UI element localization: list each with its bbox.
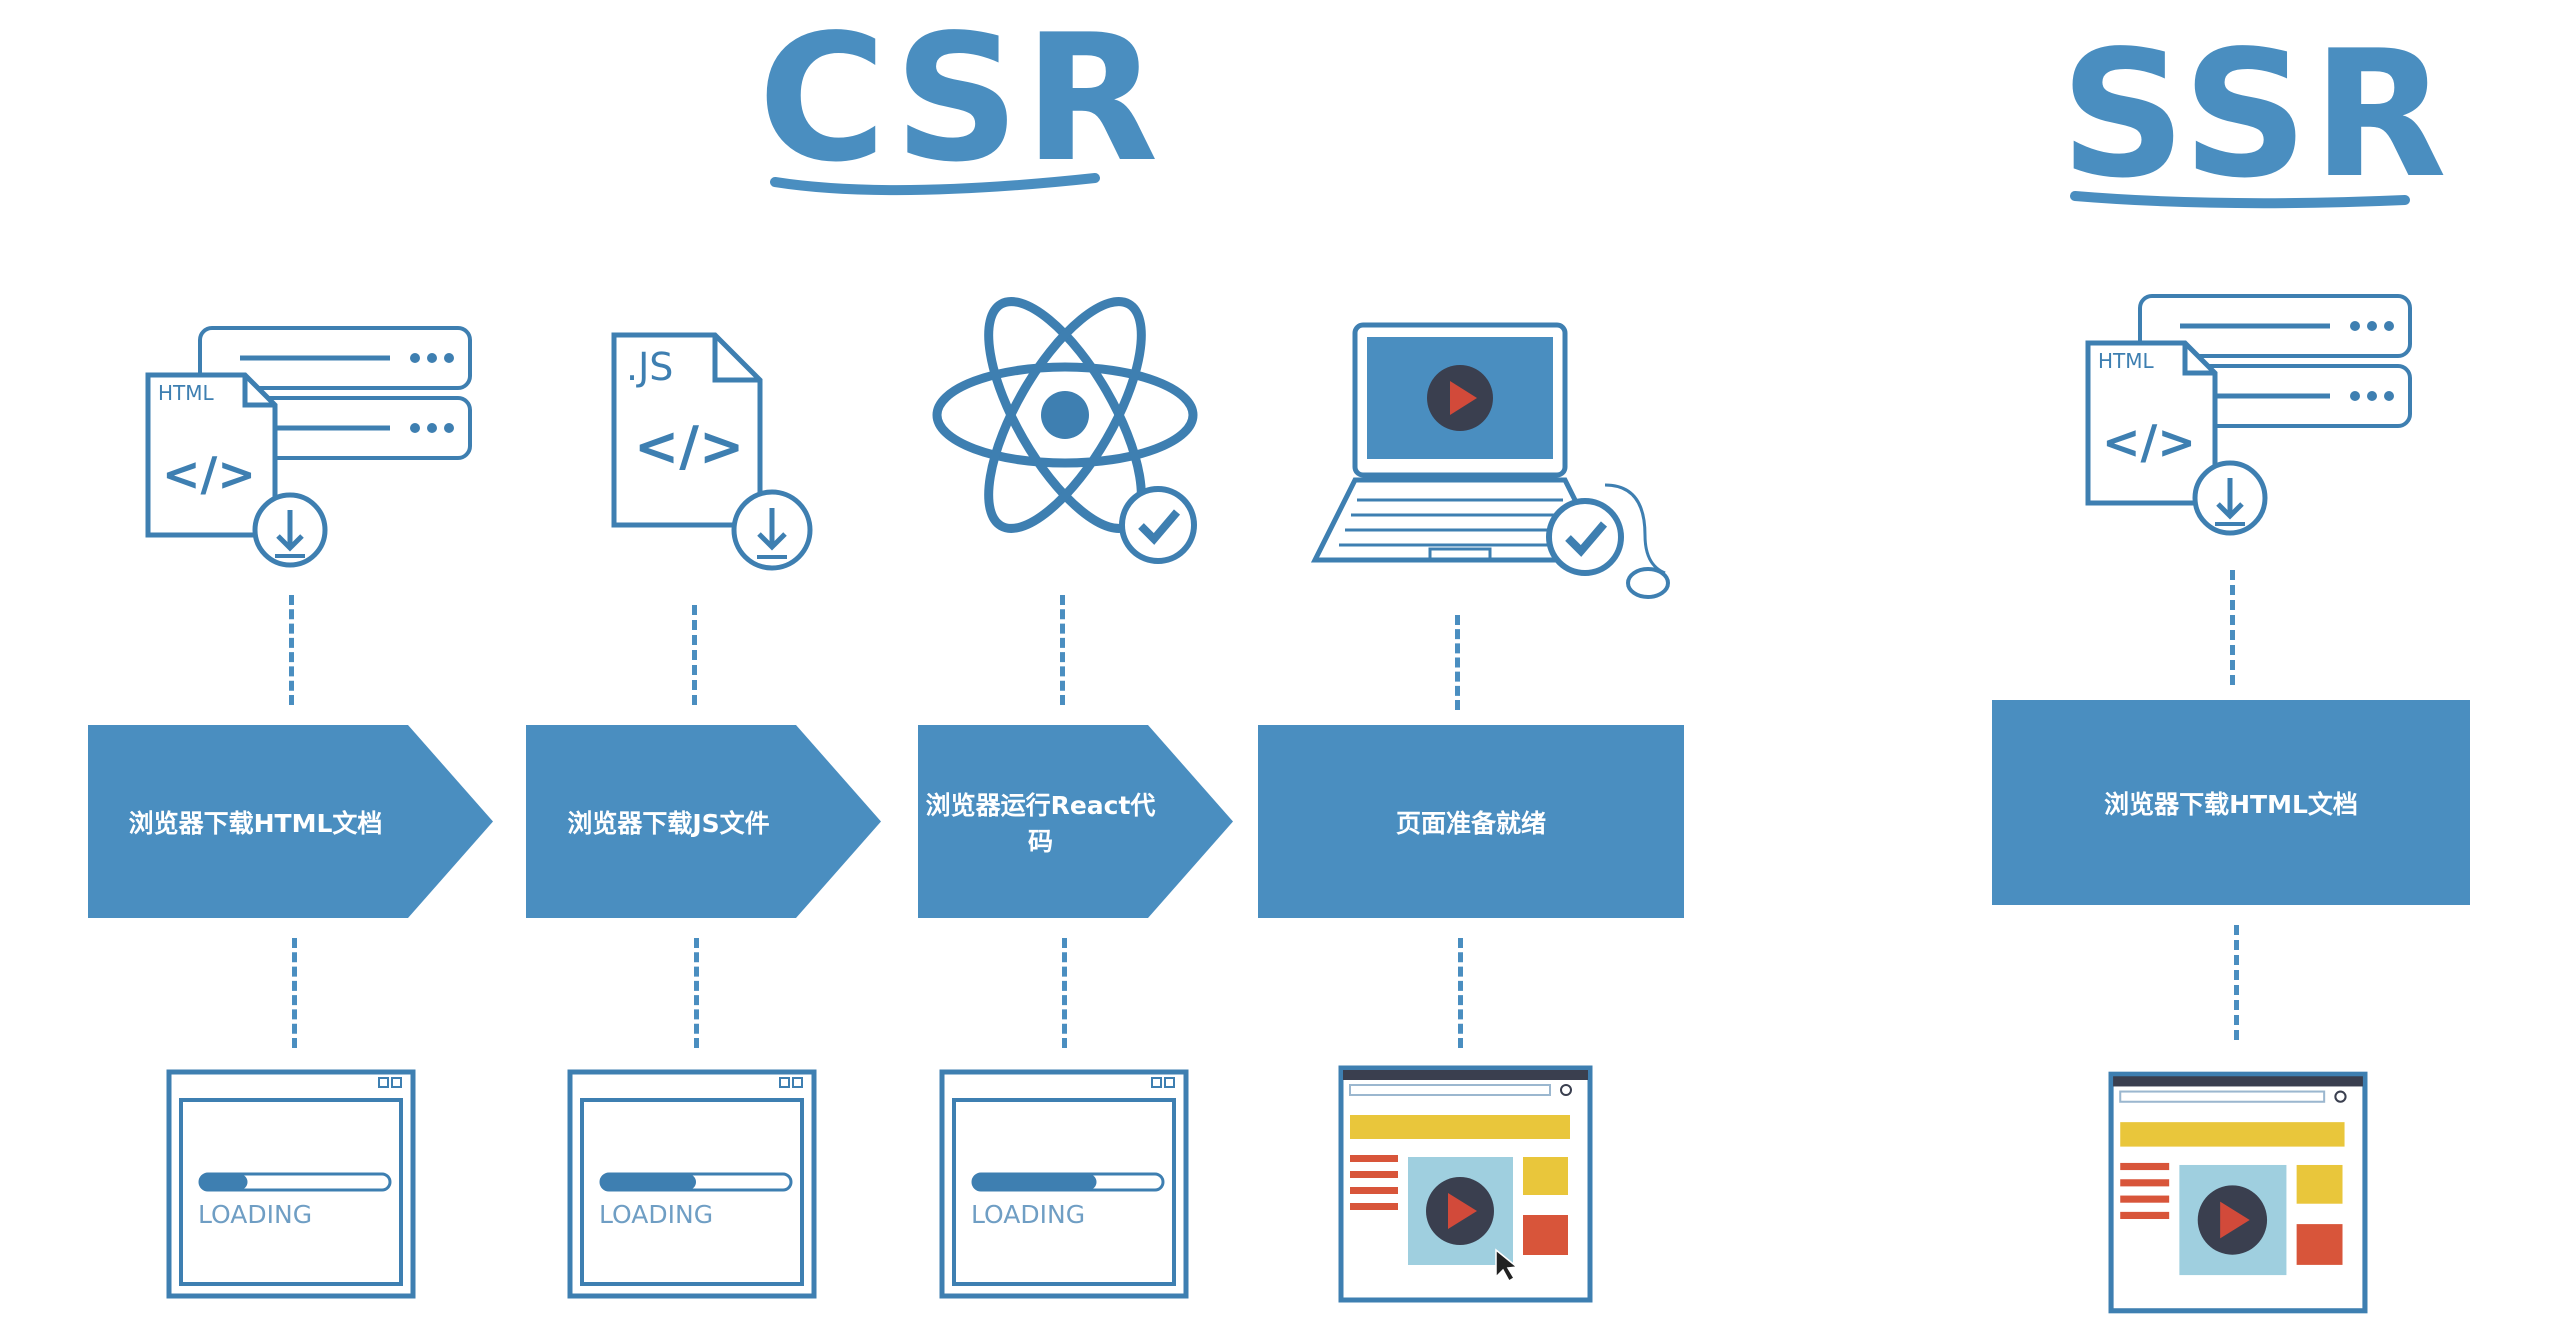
step-csr-download-html: 浏览器下载HTML文档 xyxy=(88,725,493,918)
step-csr-download-js: 浏览器下载JS文件 xyxy=(526,725,881,918)
ssr-html-download-icon: HTML </> xyxy=(2075,288,2425,548)
step-csr-page-ready: 页面准备就绪 xyxy=(1258,725,1684,918)
svg-text:</>: </> xyxy=(2102,415,2196,469)
loading-screen: LOADING xyxy=(165,1068,417,1300)
js-download-icon: .JS </> xyxy=(600,325,820,585)
ssr-title-underline xyxy=(2070,191,2410,209)
loading-label: LOADING xyxy=(599,1200,714,1229)
step-ssr-download-html: 浏览器下载HTML文档 xyxy=(1992,700,2470,905)
connector-dash xyxy=(292,938,302,1048)
connector-dash xyxy=(2230,570,2240,685)
svg-text:</>: </> xyxy=(634,415,744,478)
ssr-ready-page-screen xyxy=(2108,1070,2368,1315)
connector-dash xyxy=(694,938,704,1048)
connector-dash xyxy=(692,605,702,705)
loading-label: LOADING xyxy=(971,1200,1086,1229)
svg-text:</>: </> xyxy=(162,447,256,501)
react-check-icon xyxy=(930,290,1210,570)
loading-screen: LOADING xyxy=(938,1068,1190,1300)
connector-dash xyxy=(1458,938,1468,1048)
loading-progress xyxy=(601,1174,696,1190)
loading-progress xyxy=(200,1174,248,1190)
connector-dash xyxy=(289,595,299,705)
csr-title-underline xyxy=(770,173,1100,196)
connector-dash xyxy=(1062,938,1072,1048)
loading-label: LOADING xyxy=(198,1200,313,1229)
step-csr-run-react: 浏览器运行React代码 xyxy=(918,725,1233,918)
html-download-icon: HTML </> xyxy=(140,320,480,580)
connector-dash xyxy=(1060,595,1070,705)
connector-dash xyxy=(2234,925,2244,1040)
laptop-ready-icon xyxy=(1305,315,1685,615)
svg-text:HTML: HTML xyxy=(2098,349,2155,373)
loading-screen: LOADING xyxy=(566,1068,818,1300)
svg-text:.JS: .JS xyxy=(626,345,673,389)
ready-page-screen xyxy=(1338,1065,1593,1303)
ssr-title: SSR xyxy=(2060,14,2451,217)
connector-dash xyxy=(1455,615,1465,710)
loading-progress xyxy=(973,1174,1097,1190)
csr-title: CSR xyxy=(758,0,1163,201)
svg-text:HTML: HTML xyxy=(158,381,215,405)
